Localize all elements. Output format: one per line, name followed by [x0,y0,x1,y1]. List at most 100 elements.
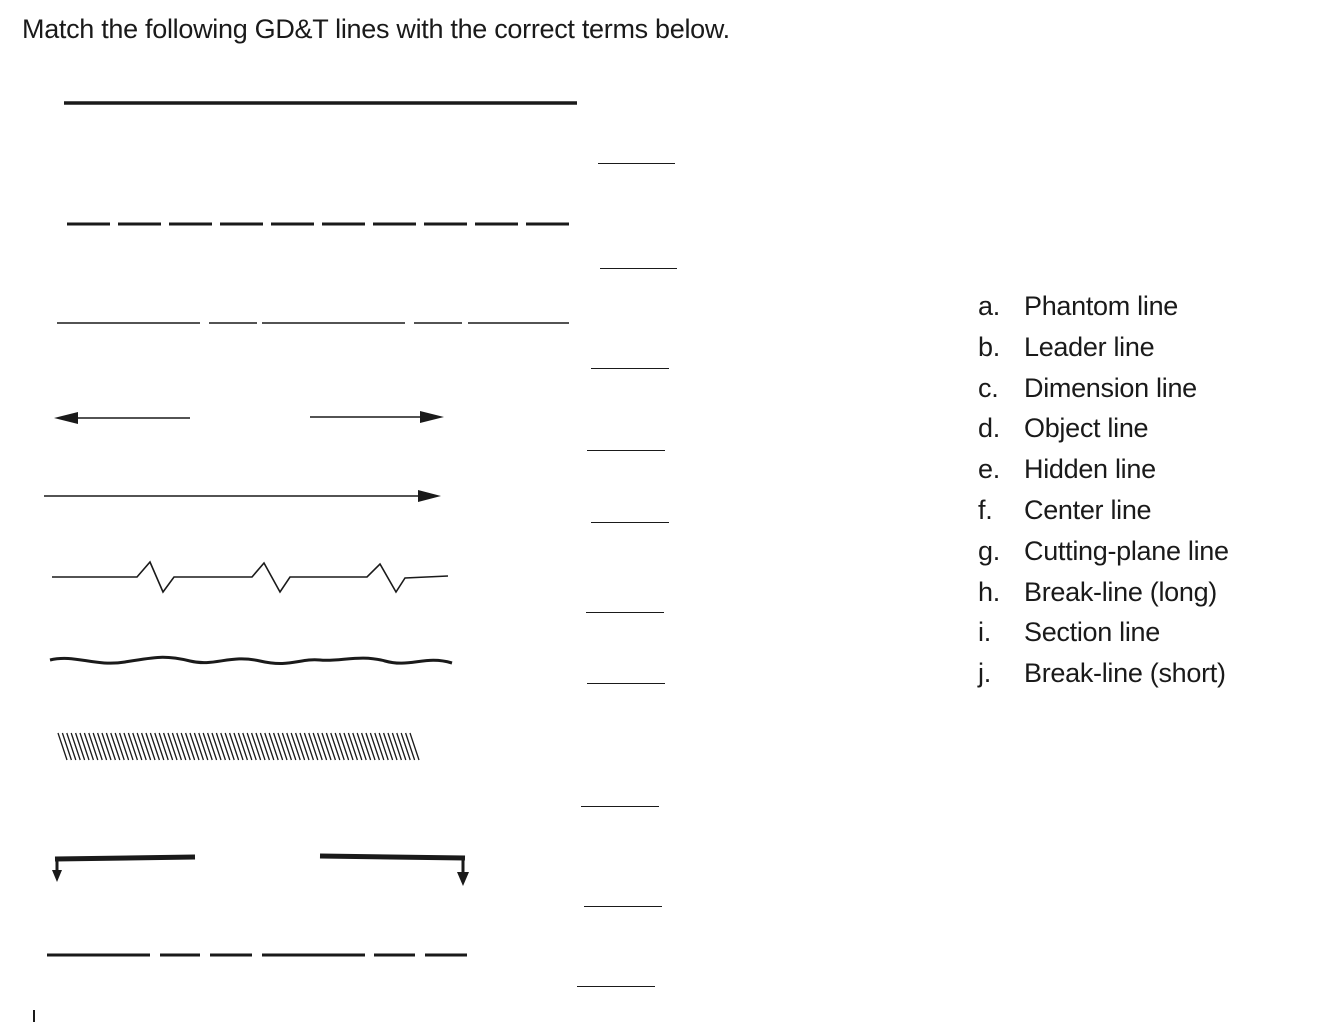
term-letter: g. [978,535,1000,566]
section-hatch-stroke [255,732,266,761]
answer-blank[interactable] [577,986,655,987]
answer-blank[interactable] [586,612,664,613]
section-hatch-stroke [193,732,205,761]
term-letter: c. [978,372,999,403]
section-hatch-stroke [330,732,341,761]
section-hatch-stroke [114,732,125,761]
term-letter: h. [978,576,1000,607]
section-hatch-stroke [409,732,420,761]
term-name: Break-line (long) [1024,576,1217,607]
term-letter: f. [978,494,993,525]
question-prompt: Match the following GD&T lines with the … [22,14,730,44]
section-hatch-stroke [316,732,328,761]
section-hatch-stroke [374,732,385,761]
leader-line-sample [44,490,441,502]
section-hatch-stroke [369,732,381,761]
term-name: Center line [1024,494,1152,525]
section-hatch-stroke [96,732,108,761]
section-hatch-stroke [66,732,77,761]
section-hatch-stroke [228,732,240,761]
section-hatch-stroke [167,732,178,761]
section-hatch-stroke [356,732,367,761]
term-name: Hidden line [1024,454,1156,485]
section-hatch-stroke [352,732,363,761]
term-name: Phantom line [1024,291,1178,321]
section-hatch-stroke [70,732,81,761]
term-letter: a. [978,291,1000,321]
section-hatch-stroke [360,732,372,761]
section-hatch-stroke [365,732,376,761]
section-hatch-stroke [321,732,332,761]
break-line-short-sample [49,655,453,665]
answer-blank[interactable] [581,806,659,807]
section-hatch-stroke [176,732,187,761]
section-hatch-stroke [184,732,196,761]
section-hatch-stroke [404,732,416,761]
section-hatch-stroke [198,732,209,761]
section-hatch-stroke [277,732,288,761]
section-hatch-stroke [61,732,73,761]
section-hatch-stroke [105,732,117,761]
section-hatch-stroke [338,732,350,761]
section-line-sample [57,732,420,761]
term-name: Leader line [1024,331,1155,362]
section-hatch-stroke [79,732,90,761]
section-hatch-stroke [233,732,244,761]
section-hatch-stroke [378,732,389,761]
section-hatch-stroke [237,732,249,761]
answer-blank[interactable] [587,450,665,451]
section-hatch-stroke [290,732,301,761]
section-hatch-stroke [162,732,174,761]
section-hatch-stroke [343,732,354,761]
stray-mark [33,1010,35,1022]
section-hatch-stroke [281,732,293,761]
section-hatch-stroke [171,732,183,761]
term-name: Break-line (short) [1024,658,1226,689]
term-letter: j. [978,658,991,689]
answer-blank[interactable] [591,522,669,523]
term-name: Object line [1024,413,1149,444]
section-hatch-stroke [299,732,310,761]
term-name: Dimension line [1024,372,1197,403]
answer-blank[interactable] [584,906,662,907]
section-hatch-stroke [92,732,103,761]
section-hatch-stroke [127,732,139,761]
section-hatch-stroke [154,732,165,761]
section-hatch-stroke [83,732,95,761]
answer-blank[interactable] [598,163,675,164]
section-hatch-stroke [242,732,253,761]
section-hatch-stroke [145,732,156,761]
section-hatch-stroke [158,732,169,761]
section-hatch-stroke [347,732,359,761]
section-hatch-stroke [202,732,213,761]
section-hatch-stroke [123,732,134,761]
section-hatch-stroke [250,732,262,761]
term-letter: b. [978,331,1000,362]
section-hatch-stroke [294,732,306,761]
section-hatch-stroke [303,732,315,761]
section-hatch-stroke [264,732,275,761]
answer-blank[interactable] [591,368,669,369]
section-hatch-stroke [136,732,147,761]
section-hatch-stroke [140,732,152,761]
section-hatch-stroke [110,732,121,761]
section-hatch-stroke [308,732,319,761]
answer-blank[interactable] [587,683,665,684]
term-letter: d. [978,413,1000,444]
section-hatch-stroke [211,732,222,761]
section-hatch-stroke [272,732,284,761]
section-hatch-stroke [396,732,407,761]
term-letter: i. [978,617,991,648]
section-hatch-stroke [180,732,191,761]
section-hatch-stroke [259,732,271,761]
section-hatch-stroke [312,732,323,761]
section-hatch-stroke [132,732,143,761]
section-hatch-stroke [286,732,297,761]
section-hatch-stroke [57,732,68,761]
term-letter: e. [978,454,1000,485]
answer-blank[interactable] [600,268,677,269]
section-hatch-stroke [189,732,200,761]
term-name: Cutting-plane line [1024,535,1229,566]
section-hatch-stroke [246,732,257,761]
break-line-long-sample [52,560,449,594]
